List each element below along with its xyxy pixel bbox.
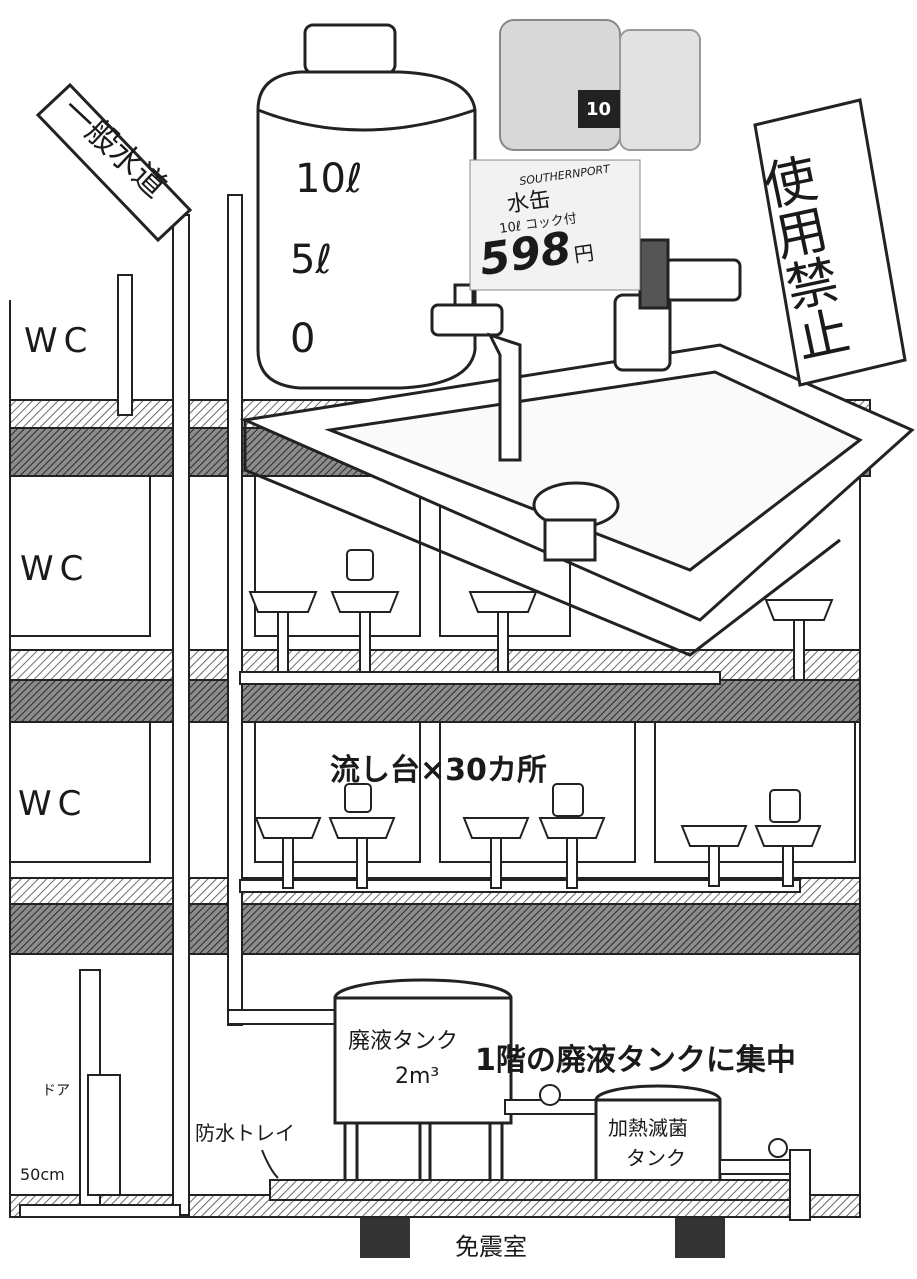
- sink-icon: [764, 599, 834, 681]
- wc-label: WC: [18, 784, 87, 824]
- valve-icon: [504, 1084, 606, 1115]
- room-walls: [9, 300, 861, 1195]
- heat-tank-label: 加熱滅菌: [608, 1116, 688, 1140]
- tank-scale-mid: 5ℓ: [290, 237, 332, 283]
- collect-label: 1階の廃液タンクに集中: [475, 1043, 796, 1078]
- tank-icon: [594, 1084, 722, 1192]
- height-label: 50cm: [20, 1165, 65, 1184]
- tape-wrap: [638, 238, 670, 310]
- sink-row-lower: [254, 783, 822, 889]
- faucet-icon: [613, 238, 742, 372]
- product-price: 598: [476, 223, 574, 286]
- wc-label: WC: [24, 321, 93, 361]
- faucet-icon: [430, 283, 522, 462]
- sink-icon: [754, 789, 822, 887]
- tray-pointer-arrow: [261, 1149, 279, 1179]
- heat-tank-label-2: タンク: [626, 1146, 686, 1170]
- sink-icon: [330, 549, 400, 673]
- waste-tank-volume: 2m³: [395, 1064, 439, 1089]
- floor-slab-lower: [9, 877, 861, 955]
- sink-icon: [239, 343, 915, 657]
- tank-scale-top: 10ℓ: [295, 156, 362, 202]
- sink-icon: [680, 825, 748, 887]
- sink-icon: [328, 783, 396, 889]
- water-supply-sign: [35, 82, 193, 243]
- sink-icon: [254, 817, 322, 889]
- pipe-icon: [719, 1138, 811, 1221]
- waterproof-tray: [269, 1179, 791, 1201]
- floor-slab-middle: [9, 649, 861, 723]
- wc-label: WC: [20, 549, 89, 589]
- sink-icon: [248, 591, 318, 673]
- tank-icon: [333, 978, 513, 1195]
- price-tag: [469, 159, 641, 291]
- sink-icon: [468, 591, 538, 673]
- product-name: 水缶: [505, 187, 552, 218]
- product-photo: [499, 19, 701, 151]
- seismic-damper: [360, 1218, 725, 1258]
- sink-row-upper: [248, 549, 834, 681]
- tray-label: 防水トレイ: [195, 1121, 295, 1145]
- sinks-count-label: 流し台×30カ所: [330, 753, 547, 788]
- water-tank-icon: [256, 23, 477, 390]
- waste-tank-label: 廃液タンク: [348, 1029, 458, 1054]
- sink-icon: [538, 783, 606, 889]
- door-icon: [87, 1074, 121, 1196]
- sink-icon: [462, 817, 530, 889]
- bottle-number: 10: [586, 99, 611, 120]
- basement-label: 免震室: [455, 1233, 527, 1261]
- tank-scale-bottom: 0: [290, 316, 315, 362]
- product-currency: 円: [572, 240, 595, 267]
- prohibited-sign: [753, 98, 907, 387]
- door-label: ドア: [42, 1083, 70, 1099]
- drain-pipes: [19, 671, 801, 1218]
